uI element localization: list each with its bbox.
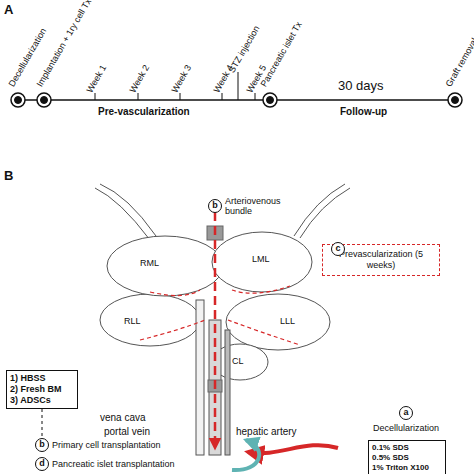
step-marker: bArteriovenous bundle [208, 196, 287, 216]
text-label: hepatic artery [236, 426, 297, 438]
text-label: Implantation + 1ry cell Tx [34, 0, 94, 89]
step-label: Decellularization [373, 423, 439, 433]
list-item: 2) Fresh BM [10, 384, 74, 395]
phase-box: Prevascularization (5 weeks)c [322, 244, 440, 276]
text-label: Week 2 [127, 63, 152, 95]
text-label: RLL [124, 316, 141, 327]
text-label: Week 3 [169, 63, 194, 95]
step-marker: aDecellularization [370, 406, 442, 433]
timeline [11, 72, 462, 107]
step-letter: a [399, 406, 413, 420]
text-label: Graft removal [443, 36, 474, 89]
list-item: 1) HBSS [10, 373, 74, 384]
list-item: 0.5% SDS [372, 453, 442, 463]
step-marker: c [331, 237, 345, 256]
text-label: 30 days [338, 78, 384, 93]
step-letter: b [208, 199, 222, 213]
text-label: CL [232, 356, 244, 367]
step-letter: c [331, 242, 345, 256]
list-box: 0.1% SDS0.5% SDS1% Triton X100 [368, 440, 446, 474]
graft-outline [140, 286, 300, 345]
injection-arrow [232, 440, 259, 470]
step-marker: dPancreatic islet transplantation [35, 457, 175, 471]
text-label: Pancreatic islet Tx [258, 20, 304, 89]
dashed-connector [42, 409, 43, 438]
text-label: B [4, 168, 13, 183]
step-marker: bPrimary cell transplantation [35, 438, 161, 452]
text-label: Pre-vascularization [98, 106, 190, 118]
text-label: Follow-up [340, 106, 387, 118]
text-label: LLL [280, 316, 295, 327]
injection-arrow [248, 445, 338, 453]
step-label: Primary cell transplantation [52, 440, 161, 450]
step-label: Arteriovenous bundle [225, 196, 287, 216]
step-label: Pancreatic islet transplantation [52, 459, 175, 469]
list-item: 3) ADSCs [10, 395, 74, 406]
list-item: 1% Triton X100 [372, 463, 442, 473]
liver-illustration [95, 184, 350, 455]
text-label: LML [252, 254, 270, 265]
text-label: vena cava [100, 412, 146, 424]
text-label: A [4, 2, 13, 17]
text-label: RML [140, 258, 159, 269]
text-label: portal vein [104, 426, 150, 438]
list-item: 0.1% SDS [372, 443, 442, 453]
text-label: Week 1 [84, 63, 109, 95]
step-letter: b [35, 438, 49, 452]
step-letter: d [35, 457, 49, 471]
vascular-pedicle [214, 212, 217, 448]
list-box: 1) HBSS2) Fresh BM3) ADSCs [6, 370, 78, 409]
